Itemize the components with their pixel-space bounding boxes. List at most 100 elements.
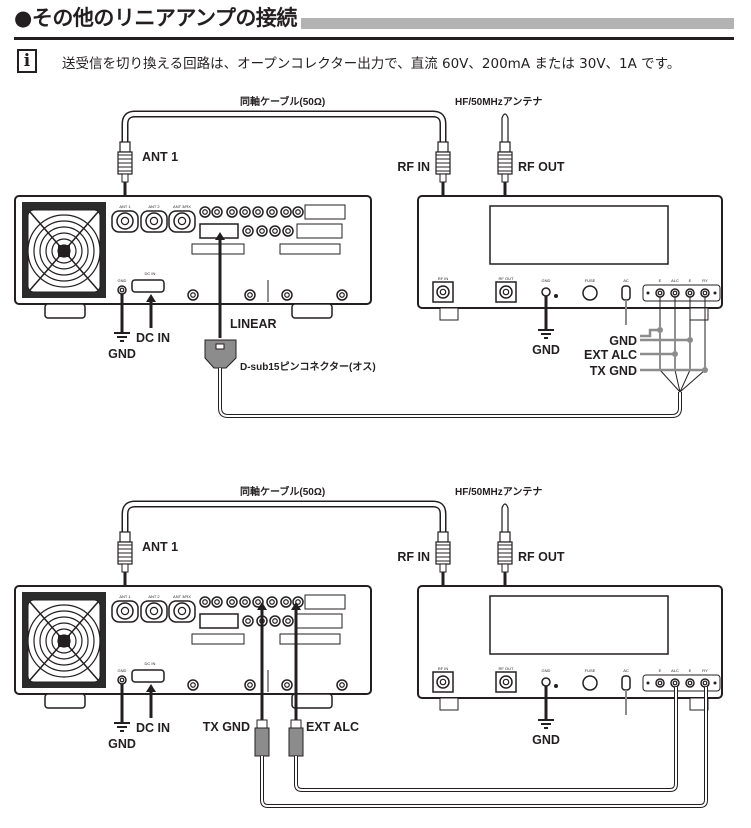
fan-ring (33, 610, 95, 672)
gnd-port-label: GND (118, 278, 127, 283)
fan-ring (51, 238, 77, 264)
antenna-jack-2-inner (149, 216, 159, 226)
amp-gnd-label: GND (532, 343, 560, 357)
rear-jack-row2-3-inner (272, 618, 278, 624)
ext-display-port (296, 223, 343, 239)
ext-alc-cable (294, 687, 678, 792)
control-jack-amp_e2-inner (687, 680, 693, 686)
amplifier-foot-left (439, 697, 459, 711)
tx-gnd-label: TX GND (203, 720, 250, 734)
coax-cable-label: 同軸ケーブル(50Ω) (240, 485, 325, 498)
rf-out-connector-label: RF OUT (499, 666, 514, 671)
rear-jack-8-inner (295, 209, 301, 215)
tx-gnd-rca-plug (254, 727, 270, 757)
rf-out-connector-jack-inner (502, 678, 510, 686)
rear-jack-4-inner (242, 209, 248, 215)
rear-jack-6-inner (269, 599, 275, 605)
rear-jack-1-inner (202, 599, 208, 605)
ant1-coax-plug (119, 141, 131, 153)
ext-alc-rca-tip (290, 719, 302, 729)
rf-in-coax-plug (437, 531, 449, 543)
rf-out-label: RF OUT (518, 550, 565, 564)
ant1-coax-plug-pin (121, 173, 129, 183)
rear-jack-row2-1-inner (245, 618, 251, 624)
ant1-label: ANT 1 (142, 150, 178, 164)
dc-in-arrow-head (146, 684, 156, 692)
gnd-terminal-inner (119, 677, 125, 683)
dsub15-latch (215, 343, 225, 350)
fan-ring (51, 628, 77, 654)
rf-out-coax-plug (499, 531, 511, 543)
dsub15-connector (204, 339, 237, 369)
gnd-dot (657, 327, 663, 333)
antenna-label: HF/50MHzアンテナ (455, 96, 542, 108)
rear-jack-3-inner (229, 209, 235, 215)
antenna-label: HF/50MHzアンテナ (455, 486, 542, 498)
control-jack-amp_alc-inner (672, 680, 678, 686)
transceiver-foot-left (44, 303, 86, 319)
control-jack-amp_alc-inner (672, 290, 678, 296)
linear-label: LINEAR (230, 317, 277, 331)
rear-jack-5-inner (255, 599, 261, 605)
rf-in-coax-plug (437, 141, 449, 153)
gnd-port-label: GND (118, 668, 127, 673)
coax-cable-inner (123, 502, 445, 540)
rear-jack-1-inner (202, 209, 208, 215)
amp-gnd-label: GND (532, 733, 560, 747)
coax-cable (121, 500, 447, 540)
rf-in-connector-jack-inner (439, 678, 447, 686)
control-wire-amp_e2 (679, 297, 691, 393)
rf-in-coax-plug-pin (439, 173, 447, 183)
wire-gnd-label: GND (609, 334, 637, 348)
rf-out-coax-plug-pin (501, 563, 509, 573)
transceiver-foot-right (291, 303, 333, 319)
tx-gnd-cable-inner (261, 687, 707, 807)
remote-port (304, 594, 346, 610)
section-title: ●その他のリニアアンプの接続 (14, 4, 301, 32)
control-jack-amp_e1-inner (657, 680, 663, 686)
strip-screw (646, 291, 650, 295)
fan-hub (58, 245, 70, 257)
ant1-coax-plug-pin (121, 563, 129, 573)
rx-if-jack-2-inner (247, 292, 253, 298)
dc-in-socket (131, 669, 165, 683)
ext-alc-cable-inner (295, 687, 677, 791)
fuse-holder (582, 285, 598, 301)
rear-jack-7-inner (283, 209, 289, 215)
ext-alc-rca-plug (288, 727, 304, 757)
rf-in-coax-plug-pin (439, 563, 447, 573)
control-jack-amp_e2-inner (687, 290, 693, 296)
dc-in-port-label: DC IN (145, 661, 156, 666)
tx-gnd-dot (702, 367, 708, 373)
rear-jack-row2-4-inner (285, 228, 291, 234)
amp-gnd-terminal (541, 287, 551, 297)
rx-if-jack-2-inner (247, 682, 253, 688)
strip-screw (713, 681, 717, 685)
info-note: 送受信を切り換える回路は、オープンコレクター出力で、直流 60V、200mA ま… (62, 56, 681, 72)
antenna-port-label: ANT 2 (148, 594, 160, 599)
divider (14, 37, 734, 40)
rx-if-jack-4-inner (339, 292, 345, 298)
info-icon: i (17, 49, 37, 73)
control-jack-label: RY (702, 278, 708, 283)
rf-out-coax-plug (499, 141, 511, 153)
rf-in-label: RF IN (397, 160, 430, 174)
gnd-dot-2 (687, 337, 693, 343)
antenna-jack-1-inner (120, 216, 130, 226)
remote-port (304, 204, 346, 220)
section-title-bar: ●その他のリニアアンプの接続 (14, 4, 748, 32)
rear-jack-row2-4-inner (285, 618, 291, 624)
fan-ring (39, 226, 89, 276)
terminal-block-left (191, 243, 245, 255)
fuse-label: FUSE (585, 278, 596, 283)
control-jack-label: E (659, 278, 662, 283)
ac-inlet (621, 285, 631, 301)
control-jack-amp_e1-inner (657, 290, 663, 296)
fan-ring (27, 214, 101, 288)
rf-in-connector-jack-inner (439, 288, 447, 296)
